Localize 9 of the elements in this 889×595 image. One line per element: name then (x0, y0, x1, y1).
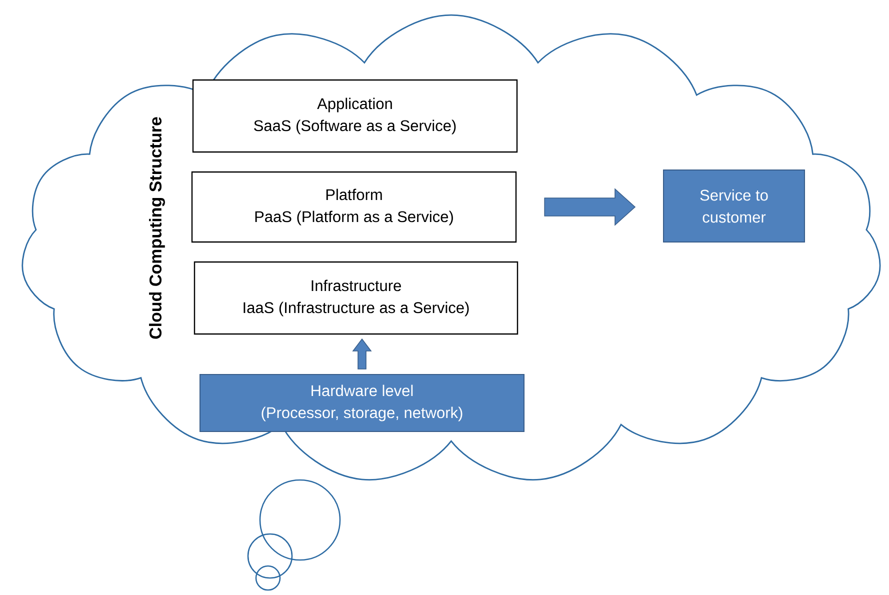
layer-box: Infrastructure IaaS (Infrastructure as a Service) (194, 261, 518, 335)
block-arrow (352, 338, 372, 370)
rotated-title: Cloud Computing Structure (149, 117, 165, 339)
hardware-box: Hardware level (Processor, storage, network) (200, 374, 524, 432)
layer-box: Application SaaS (Software as a Service) (192, 79, 518, 153)
cloud-shape (22, 14, 881, 480)
service-box: Service to customer (663, 170, 805, 242)
layer-box: Platform PaaS (Platform as a Service) (191, 171, 517, 243)
block-arrow (544, 188, 636, 226)
